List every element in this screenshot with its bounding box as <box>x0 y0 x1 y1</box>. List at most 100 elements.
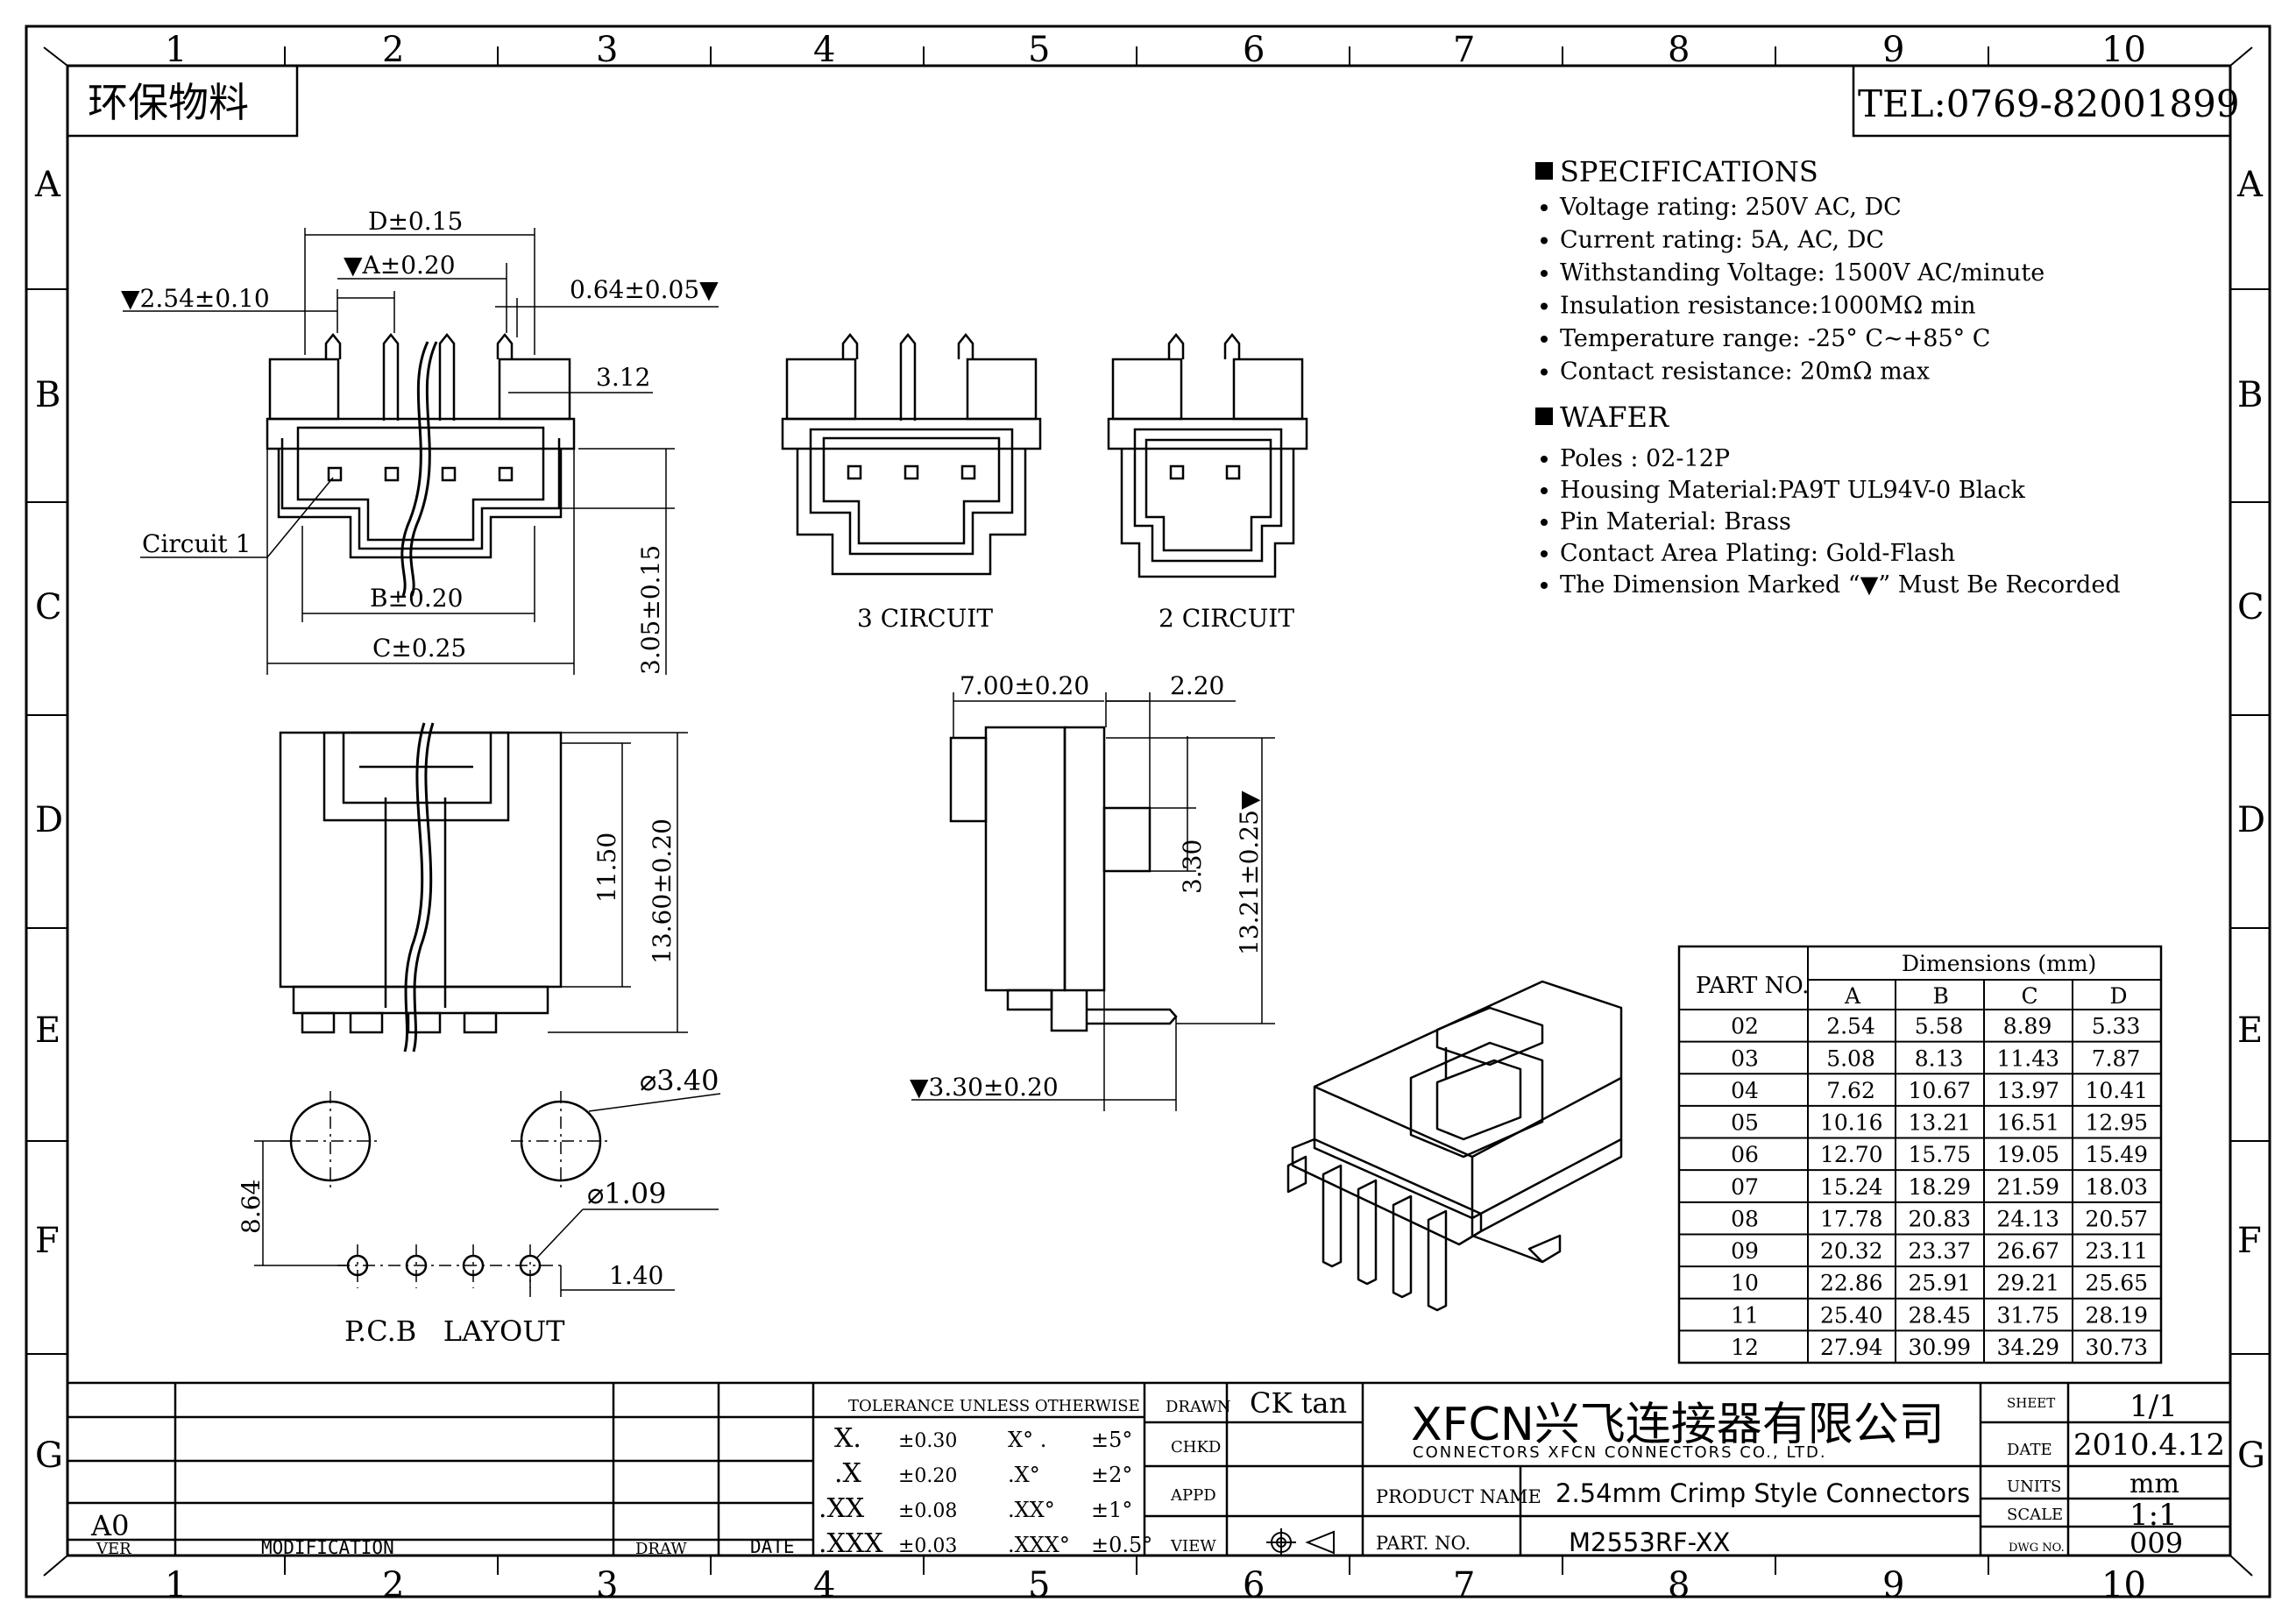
table-cell: 03 <box>1731 1045 1759 1071</box>
tolerance-cell: X. <box>834 1423 861 1454</box>
table-cell: 08 <box>1731 1206 1759 1231</box>
zone-row-left: E <box>35 1010 60 1051</box>
table-cell: 13.21 <box>1909 1110 1972 1136</box>
table-cell: 17.78 <box>1820 1206 1883 1231</box>
scale-value: 1:1 <box>2129 1498 2178 1533</box>
appd-label: APPD <box>1170 1486 1216 1505</box>
sheet-label: SHEET <box>2007 1395 2055 1411</box>
table-cell: 21.59 <box>1997 1174 2060 1200</box>
tolerance-cell: .X <box>834 1458 862 1489</box>
tolerance-cell: ±0.5° <box>1091 1533 1152 1557</box>
wafer-item: Housing Material:PA9T UL94V-0 Black <box>1560 477 2025 504</box>
date-label: DATE <box>2007 1441 2052 1459</box>
table-cell: 10.67 <box>1909 1078 1972 1103</box>
table-cell: 10.16 <box>1820 1110 1883 1136</box>
tolerance-cell: ±5° <box>1091 1428 1132 1452</box>
table-cell: 8.89 <box>2003 1014 2052 1039</box>
tolerance-cell: .XXX° <box>1008 1533 1070 1557</box>
zone-col-bottom: 10 <box>2101 1565 2146 1605</box>
dim-pin: 0.64±0.05▼ <box>570 275 719 304</box>
table-cell: 8.13 <box>1915 1045 1964 1071</box>
wafer-item: Pin Material: Brass <box>1560 508 1791 535</box>
table-cell: 5.33 <box>2092 1014 2141 1039</box>
zone-col-top: 3 <box>596 30 618 70</box>
dim-a: ▼A±0.20 <box>344 251 456 280</box>
zone-col-top: 4 <box>813 30 835 70</box>
table-cell: 09 <box>1731 1238 1759 1264</box>
table-title: Dimensions (mm) <box>1902 951 2096 976</box>
bullet-icon <box>1541 456 1548 463</box>
dim-330: 3.30 <box>1178 840 1207 894</box>
dwg-value: 009 <box>2129 1527 2183 1560</box>
bullet-icon <box>1541 302 1548 310</box>
ver-header: VER <box>96 1540 131 1558</box>
zone-col-bottom: 4 <box>813 1565 835 1605</box>
zone-col-top: 1 <box>165 30 187 70</box>
table-col-header: D <box>2110 983 2128 1009</box>
table-cell: 28.19 <box>2086 1302 2149 1328</box>
zone-row-right: E <box>2237 1010 2263 1051</box>
two-circuit-label: 2 CIRCUIT <box>1159 604 1294 633</box>
part-no: M2553RF-XX <box>1569 1527 1730 1557</box>
table-cell: 2.54 <box>1826 1014 1875 1039</box>
spec-item: Insulation resistance:1000MΩ min <box>1560 293 1975 320</box>
product-name: 2.54mm Crimp Style Connectors <box>1555 1478 1970 1508</box>
zone-col-bottom: 3 <box>596 1565 618 1605</box>
tolerance-cell: ±2° <box>1091 1463 1132 1487</box>
zone-row-left: G <box>35 1435 63 1476</box>
bullet-icon <box>1541 487 1548 494</box>
zone-row-left: B <box>35 375 60 415</box>
table-cell: 26.67 <box>1997 1238 2060 1264</box>
chkd-label: CHKD <box>1171 1438 1221 1456</box>
zone-col-top: 10 <box>2101 30 2146 70</box>
bullet-icon <box>1541 204 1548 211</box>
spec-item: Current rating: 5A, AC, DC <box>1560 227 1884 254</box>
table-cell: 7.87 <box>2092 1045 2141 1071</box>
view-label: VIEW <box>1170 1537 1216 1556</box>
company-brand: XFCN兴飞连接器有限公司 <box>1411 1399 1945 1451</box>
table-cell: 29.21 <box>1997 1271 2060 1296</box>
drawn-label: DRAWN <box>1166 1398 1231 1416</box>
three-circuit-label: 3 CIRCUIT <box>857 604 993 633</box>
table-cell: 11 <box>1731 1302 1759 1328</box>
table-cell: 5.58 <box>1915 1014 1964 1039</box>
dim-c: C±0.25 <box>372 634 466 663</box>
table-col-header: B <box>1933 983 1949 1009</box>
title-block <box>66 1381 2232 1557</box>
dim-1321: 13.21±0.25▼ <box>1235 790 1264 955</box>
zone-col-top: 2 <box>382 30 404 70</box>
table-cell: 04 <box>1731 1078 1759 1103</box>
units-value: mm <box>2129 1469 2179 1499</box>
table-cell: 12 <box>1731 1335 1759 1360</box>
zone-row-right: A <box>2236 165 2264 205</box>
zone-col-bottom: 6 <box>1243 1565 1265 1605</box>
tolerance-cell: ±1° <box>1091 1498 1132 1522</box>
tolerance-cell: .X° <box>1008 1463 1040 1487</box>
units-label: UNITS <box>2007 1478 2061 1496</box>
zone-col-bottom: 1 <box>165 1565 187 1605</box>
circuit-1-label: Circuit 1 <box>142 529 251 558</box>
spec-item: Voltage rating: 250V AC, DC <box>1559 194 1902 221</box>
wafer-item: Contact Area Plating: Gold-Flash <box>1560 540 1955 567</box>
product-name-label: PRODUCT NAME <box>1376 1486 1541 1507</box>
table-cell: 06 <box>1731 1142 1759 1167</box>
dwg-label: DWG NO. <box>2009 1541 2065 1555</box>
dim-864: 8.64 <box>237 1180 266 1234</box>
eco-label: 环保物料 <box>88 79 249 126</box>
dim-700: 7.00±0.20 <box>960 671 1089 700</box>
table-cell: 16.51 <box>1997 1110 2060 1136</box>
dim-109: ⌀1.09 <box>587 1177 667 1210</box>
dim-330b: ▼3.30±0.20 <box>910 1073 1059 1102</box>
revision-value: A0 <box>90 1509 129 1542</box>
table-cell: 20.57 <box>2086 1206 2149 1231</box>
zone-row-right: D <box>2237 800 2265 840</box>
table-cell: 5.08 <box>1826 1045 1875 1071</box>
zone-col-bottom: 2 <box>382 1565 404 1605</box>
tolerance-cell: .XX <box>818 1493 865 1524</box>
table-cell: 19.05 <box>1997 1142 2060 1167</box>
date-header: DATE <box>750 1536 795 1557</box>
table-col-header: C <box>2022 983 2038 1009</box>
wafer-item: The Dimension Marked “▼” Must Be Recorde… <box>1560 571 2121 599</box>
